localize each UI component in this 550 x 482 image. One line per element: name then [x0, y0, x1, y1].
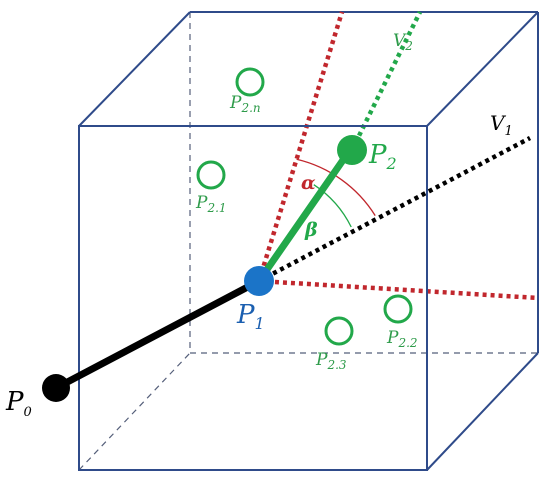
- edge-bottom-left-hidden: [78, 352, 191, 471]
- candidate-point-p23: [324, 316, 354, 346]
- cube-connecting-edges: [78, 11, 539, 471]
- label-beta: β: [304, 219, 318, 241]
- point-p2: [337, 135, 367, 165]
- cube-back-face: [189, 11, 539, 354]
- cube-front-face: [78, 125, 428, 471]
- label-v2: V2: [393, 31, 413, 53]
- label-p21: P2.1: [195, 193, 227, 215]
- red-line-upper: [256, 11, 345, 282]
- segment-p0-p1: [52, 277, 263, 392]
- candidate-points: [196, 67, 413, 346]
- beta-arc: [313, 184, 352, 228]
- segment-p1-p2: [255, 146, 354, 285]
- v2-direction-line: [349, 11, 423, 151]
- v1-direction-line: [257, 136, 532, 283]
- label-p22: P2.2: [386, 328, 418, 350]
- label-v1: V1: [490, 111, 513, 139]
- label-p2n: P2.n: [229, 93, 261, 115]
- candidate-point-p2n: [235, 67, 265, 97]
- candidate-point-p22: [383, 294, 413, 324]
- label-p0: P0: [5, 387, 32, 420]
- edge-top-left: [78, 11, 191, 127]
- candidate-point-p21: [196, 160, 226, 190]
- red-line-lower: [258, 278, 539, 301]
- label-alpha: α: [301, 172, 316, 194]
- edge-top-right: [426, 11, 539, 127]
- label-p2: P2: [368, 140, 397, 173]
- label-p23: P2.3: [315, 350, 347, 372]
- point-p1: [244, 266, 274, 296]
- label-p1: P1: [236, 300, 265, 333]
- edge-bottom-right: [426, 352, 539, 471]
- point-p0: [42, 374, 70, 402]
- red-cone-lines: [256, 11, 539, 301]
- alpha-arc: [296, 158, 376, 216]
